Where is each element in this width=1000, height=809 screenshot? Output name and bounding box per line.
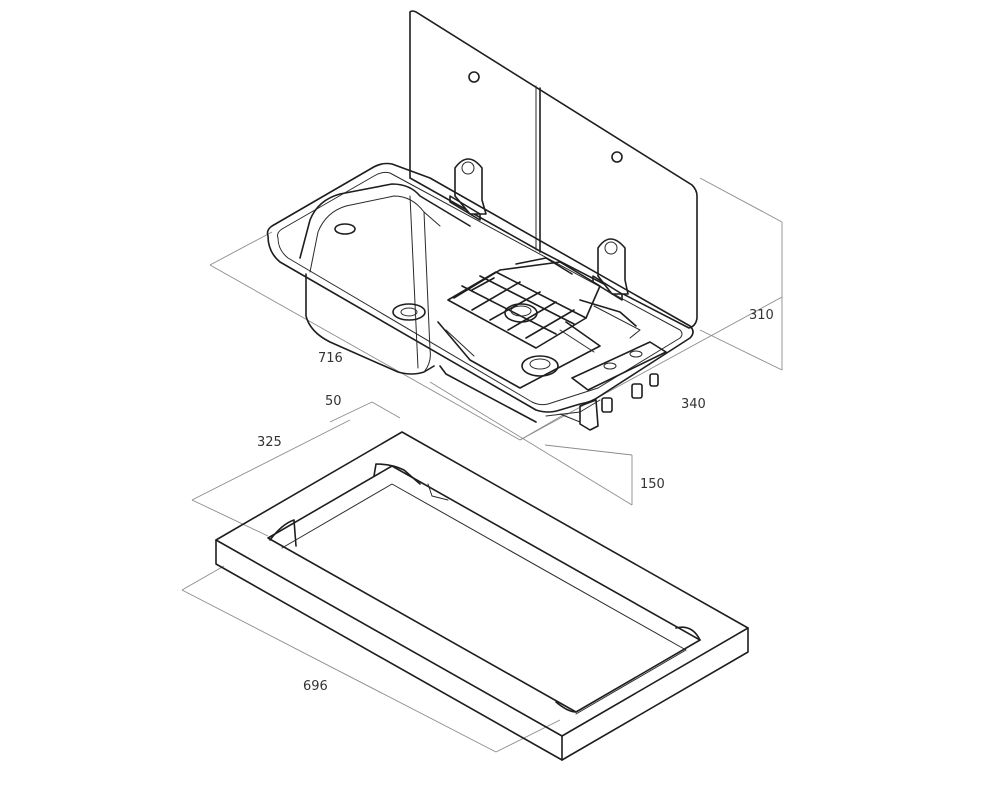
dim-label-50: 50 — [325, 394, 342, 409]
dim-label-716: 716 — [318, 351, 343, 366]
dim-label-696: 696 — [303, 679, 328, 694]
pan-support-grid — [437, 257, 641, 389]
sink-hob-unit — [266, 162, 694, 423]
cutout-template — [215, 431, 749, 761]
dim-label-325: 325 — [257, 435, 282, 450]
burner-large — [504, 303, 538, 323]
control-knobs — [559, 341, 667, 431]
dimension-lines-lower — [181, 401, 561, 753]
dimension-lines-upper — [209, 177, 783, 506]
dim-label-150: 150 — [640, 477, 665, 492]
dim-label-340: 340 — [681, 397, 706, 412]
hinge-left — [449, 158, 487, 221]
dimension-labels: 716 340 310 150 50 325 696 — [257, 308, 774, 694]
burner-small — [521, 355, 559, 377]
hinge-right — [592, 238, 629, 301]
glass-lid — [409, 10, 698, 329]
dim-label-310: 310 — [749, 308, 774, 323]
